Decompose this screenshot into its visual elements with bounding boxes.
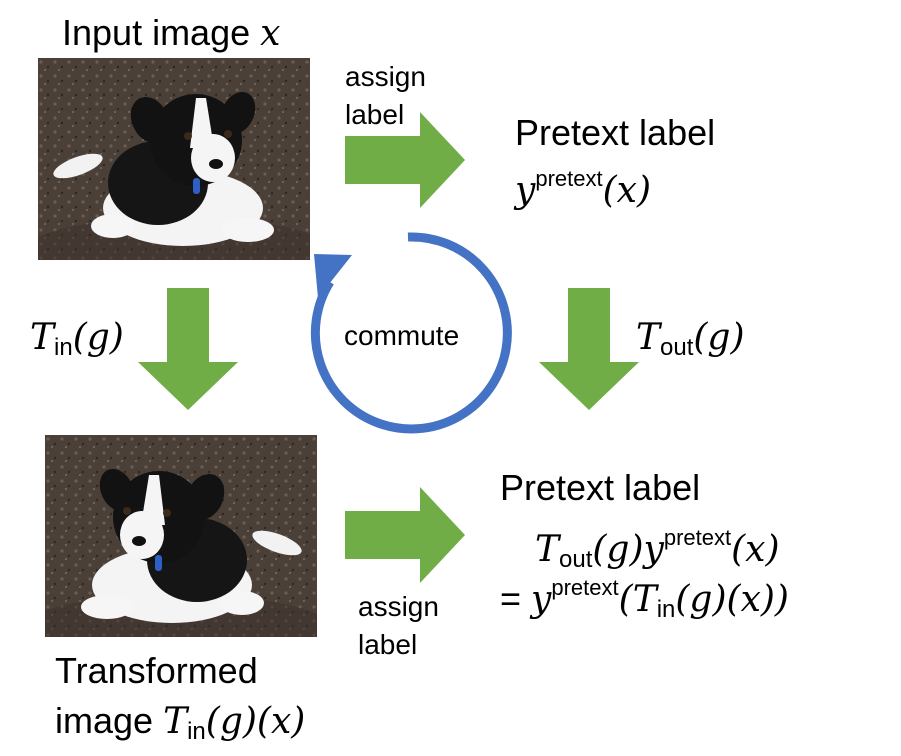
pretext-bottom-eq2: = ypretext(Tin(g)(x)) [500, 567, 789, 631]
puppy-photo-icon [38, 58, 310, 260]
assign-label-top-arrow-icon [345, 112, 465, 208]
assign-label-top-line1: assign [345, 61, 426, 92]
t-out-label: Tout(g) [636, 316, 745, 369]
transformed-T: T [163, 701, 188, 742]
pretext-label-top-title: Pretext label [515, 112, 716, 153]
t-out-sub: out [660, 334, 694, 361]
input-image-photo [38, 58, 310, 260]
assign-label-bottom-arrow-icon [345, 487, 465, 583]
commute-cycle-arrowhead-icon [314, 254, 352, 298]
puppy-flipped-photo-icon [45, 435, 317, 637]
transformed-arg: (g)(x) [205, 701, 306, 742]
pretext-label-bottom-title: Pretext label [500, 467, 701, 508]
eq1-g: (g) [592, 529, 644, 570]
commute-label: commute [344, 320, 460, 351]
eq1-sup: pretext [663, 525, 732, 550]
commute-cycle-icon [310, 232, 512, 434]
eq2-sub: in [656, 596, 676, 623]
eq2-eq: = [500, 578, 532, 619]
t-out-arg: (g) [693, 317, 745, 358]
eq1-arg: (x) [731, 529, 780, 570]
assign-label-bottom-line1: assign [358, 591, 439, 622]
pretext-sup: pretext [535, 166, 603, 191]
pretext-arg: (x) [602, 170, 652, 211]
transformed-image-photo [45, 435, 317, 637]
transformed-image-word: image [55, 700, 154, 741]
input-image-label: Input image x [62, 12, 280, 55]
eq2-T: T [632, 579, 657, 620]
eq2-open: ( [618, 579, 633, 620]
transformed-label-line2: image Tin(g)(x) [55, 700, 305, 753]
eq2-sup: pretext [551, 575, 619, 600]
pretext-label-top-formula: ypretext(x) [515, 158, 651, 212]
eq1-T: T [535, 529, 560, 570]
pretext-bottom-eq1: Tout(g)ypretext(x) [535, 517, 780, 581]
eq2-rest: (g)(x)) [675, 579, 789, 620]
pretext-y: y [515, 170, 536, 211]
t-in-arg: (g) [72, 317, 124, 358]
t-in-T: T [30, 317, 55, 358]
input-image-text: Input image [62, 12, 251, 53]
eq1-y: y [643, 529, 664, 570]
assign-label-bottom-line2: label [358, 629, 418, 660]
eq1-sub: out [559, 546, 593, 573]
input-image-var: x [260, 13, 281, 54]
t-in-label: Tin(g) [30, 316, 124, 369]
t-in-down-arrow-icon [138, 288, 238, 410]
eq2-y: y [531, 579, 552, 620]
t-in-sub: in [54, 334, 73, 361]
t-out-down-arrow-icon [539, 288, 639, 410]
transformed-sub: in [187, 718, 206, 745]
assign-label-top-line2: label [345, 99, 405, 130]
transformed-label-line1: Transformed [55, 650, 258, 691]
t-out-T: T [636, 317, 661, 358]
